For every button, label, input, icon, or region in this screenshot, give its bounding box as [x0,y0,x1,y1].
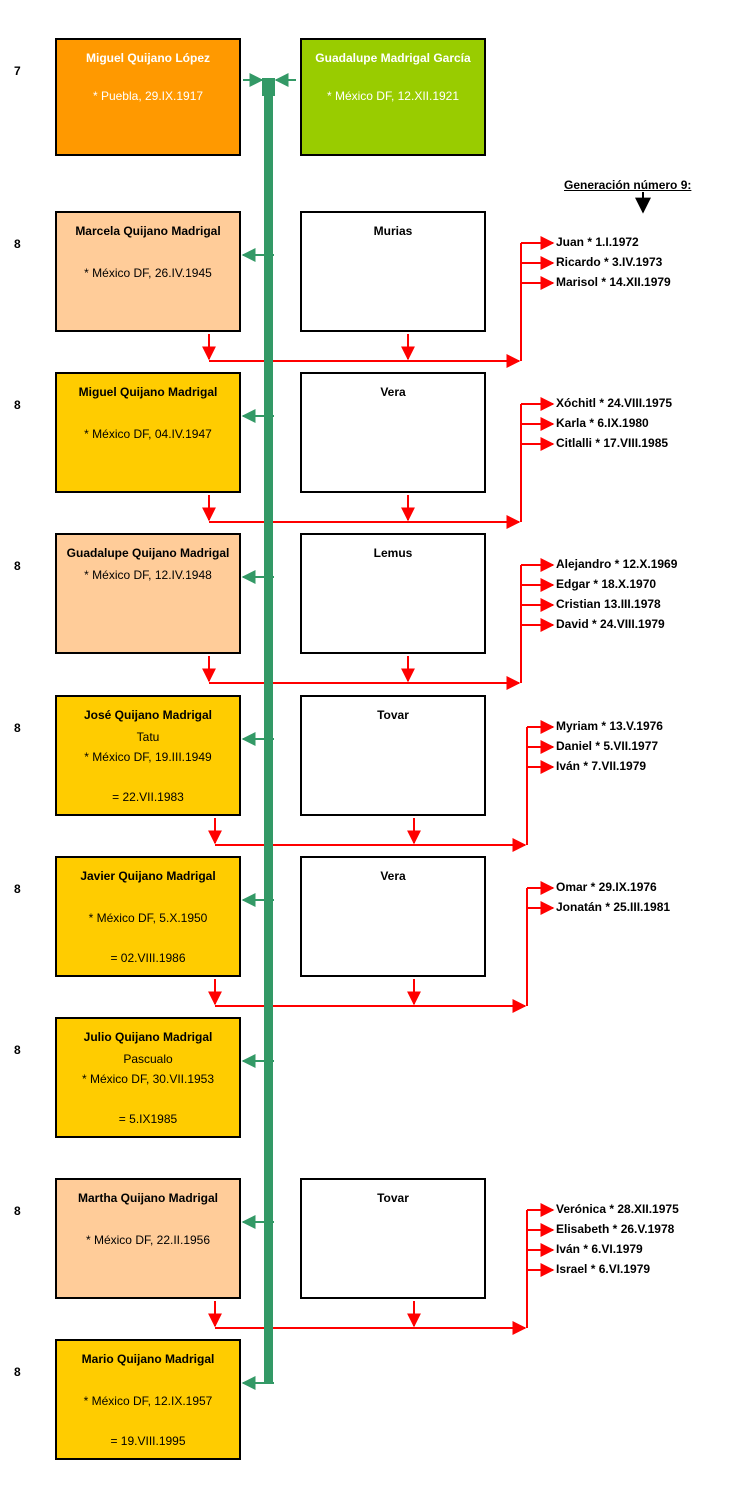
grandchild-item: Cristian 13.III.1978 [556,597,661,611]
grandchild-item: Edgar * 18.X.1970 [556,577,657,591]
grandchild-item: Omar * 29.IX.1976 [556,880,657,894]
grandchild-item: Xóchitl * 24.VIII.1975 [556,396,673,410]
grandchild-item: Marisol * 14.XII.1979 [556,275,671,289]
trunk-top-block [262,78,275,96]
generation-number: 8 [14,721,21,735]
grandchild-item: Ricardo * 3.IV.1973 [556,255,663,269]
grandchild-item: Jonatán * 25.III.1981 [556,900,671,914]
child-box: Martha Quijano Madrigal * México DF, 22.I… [55,1178,241,1299]
spouse-name: Vera [380,869,406,883]
grandchild-item: Juan * 1.I.1972 [556,235,639,249]
family-trunk-line [264,86,273,1382]
child-box: Javier Quijano Madrigal * México DF, 5.X.… [55,856,241,977]
child-detail-line [57,243,239,263]
child-box: Miguel Quijano Madrigal * México DF, 04.I… [55,372,241,493]
child-name: Javier Quijano Madrigal [80,869,216,883]
child-detail-line [57,888,239,908]
child-detail-line: = 02.VIII.1986 [110,951,186,965]
child-detail-line [57,1371,239,1391]
child-detail-line: * México DF, 22.II.1956 [85,1233,211,1247]
spouse-box: Tovar [300,1178,486,1299]
founder-wife-box: Guadalupe Madrigal García * México DF, 1… [300,38,486,156]
child-detail-line: * México DF, 30.VII.1953 [81,1072,215,1086]
child-detail-line: * México DF, 12.IV.1948 [84,568,212,582]
child-detail-line: * México DF, 12.IX.1957 [83,1394,213,1408]
child-detail-line [57,928,239,948]
founder-husband-born: * Puebla, 29.IX.1917 [92,89,204,103]
spouse-name: Lemus [373,546,413,560]
child-detail-line: = 22.VII.1983 [112,790,184,804]
child-box: Guadalupe Quijano Madrigal * México DF, 1… [55,533,241,654]
child-detail-line [57,767,239,787]
spouse-box: Vera [300,856,486,977]
generation-number: 8 [14,559,21,573]
founder-husband-box: Miguel Quijano López * Puebla, 29.IX.191… [55,38,241,156]
child-name: Guadalupe Quijano Madrigal [66,546,230,560]
grandchild-item: Alejandro * 12.X.1969 [556,557,678,571]
child-detail-line: * México DF, 5.X.1950 [88,911,208,925]
grandchild-item: Citlalli * 17.VIII.1985 [556,436,669,450]
child-detail-line [57,1411,239,1431]
child-detail-line: = 19.VIII.1995 [110,1434,186,1448]
child-name: José Quijano Madrigal [83,708,213,722]
founder-wife-name: Guadalupe Madrigal García [315,51,471,65]
grandchild-item: Myriam * 13.V.1976 [556,719,663,733]
child-detail-line [57,1210,239,1230]
spouse-box: Murias [300,211,486,332]
spouse-name: Vera [380,385,406,399]
child-detail-line: Tatu [136,730,160,744]
child-name: Martha Quijano Madrigal [77,1191,218,1205]
generation-number-founders: 7 [14,64,21,78]
grandchild-item: Iván * 7.VII.1979 [556,759,647,773]
spouse-name: Tovar [377,708,409,722]
child-name: Miguel Quijano Madrigal [78,385,218,399]
generation-number: 8 [14,1204,21,1218]
grandchild-item: Israel * 6.VI.1979 [556,1262,651,1276]
grandchild-item: Daniel * 5.VII.1977 [556,739,659,753]
child-detail-line [57,1089,239,1109]
child-name: Mario Quijano Madrigal [81,1352,215,1366]
spouse-box: Tovar [300,695,486,816]
child-name: Julio Quijano Madrigal [83,1030,213,1044]
grandchild-item: David * 24.VIII.1979 [556,617,665,631]
spouse-name: Murias [373,224,413,238]
generation-number: 8 [14,882,21,896]
spouse-box: Vera [300,372,486,493]
generation-9-header: Generación número 9: [564,178,692,192]
child-detail-line: = 5.IX1985 [118,1112,178,1126]
grandchild-item: Iván * 6.VI.1979 [556,1242,643,1256]
founder-wife-born: * México DF, 12.XII.1921 [326,89,460,103]
founder-husband-name: Miguel Quijano López [86,51,210,65]
generation-number: 8 [14,237,21,251]
child-box: Mario Quijano Madrigal * México DF, 12.IX… [55,1339,241,1460]
generation-number: 8 [14,1365,21,1379]
spouse-box: Lemus [300,533,486,654]
child-detail-line: * México DF, 04.IV.1947 [84,427,212,441]
grandchild-item: Karla * 6.IX.1980 [556,416,649,430]
child-detail-line: Pascualo [123,1052,173,1066]
child-detail-line: * México DF, 26.IV.1945 [84,266,212,280]
grandchild-item: Verónica * 28.XII.1975 [556,1202,679,1216]
generation-number: 8 [14,398,21,412]
child-detail-line [57,404,239,424]
grandchild-item: Elisabeth * 26.V.1978 [556,1222,675,1236]
child-box: Marcela Quijano Madrigal * México DF, 26.… [55,211,241,332]
generation-number: 8 [14,1043,21,1057]
spouse-name: Tovar [377,1191,409,1205]
child-detail-line: * México DF, 19.III.1949 [84,750,212,764]
child-name: Marcela Quijano Madrigal [75,224,221,238]
